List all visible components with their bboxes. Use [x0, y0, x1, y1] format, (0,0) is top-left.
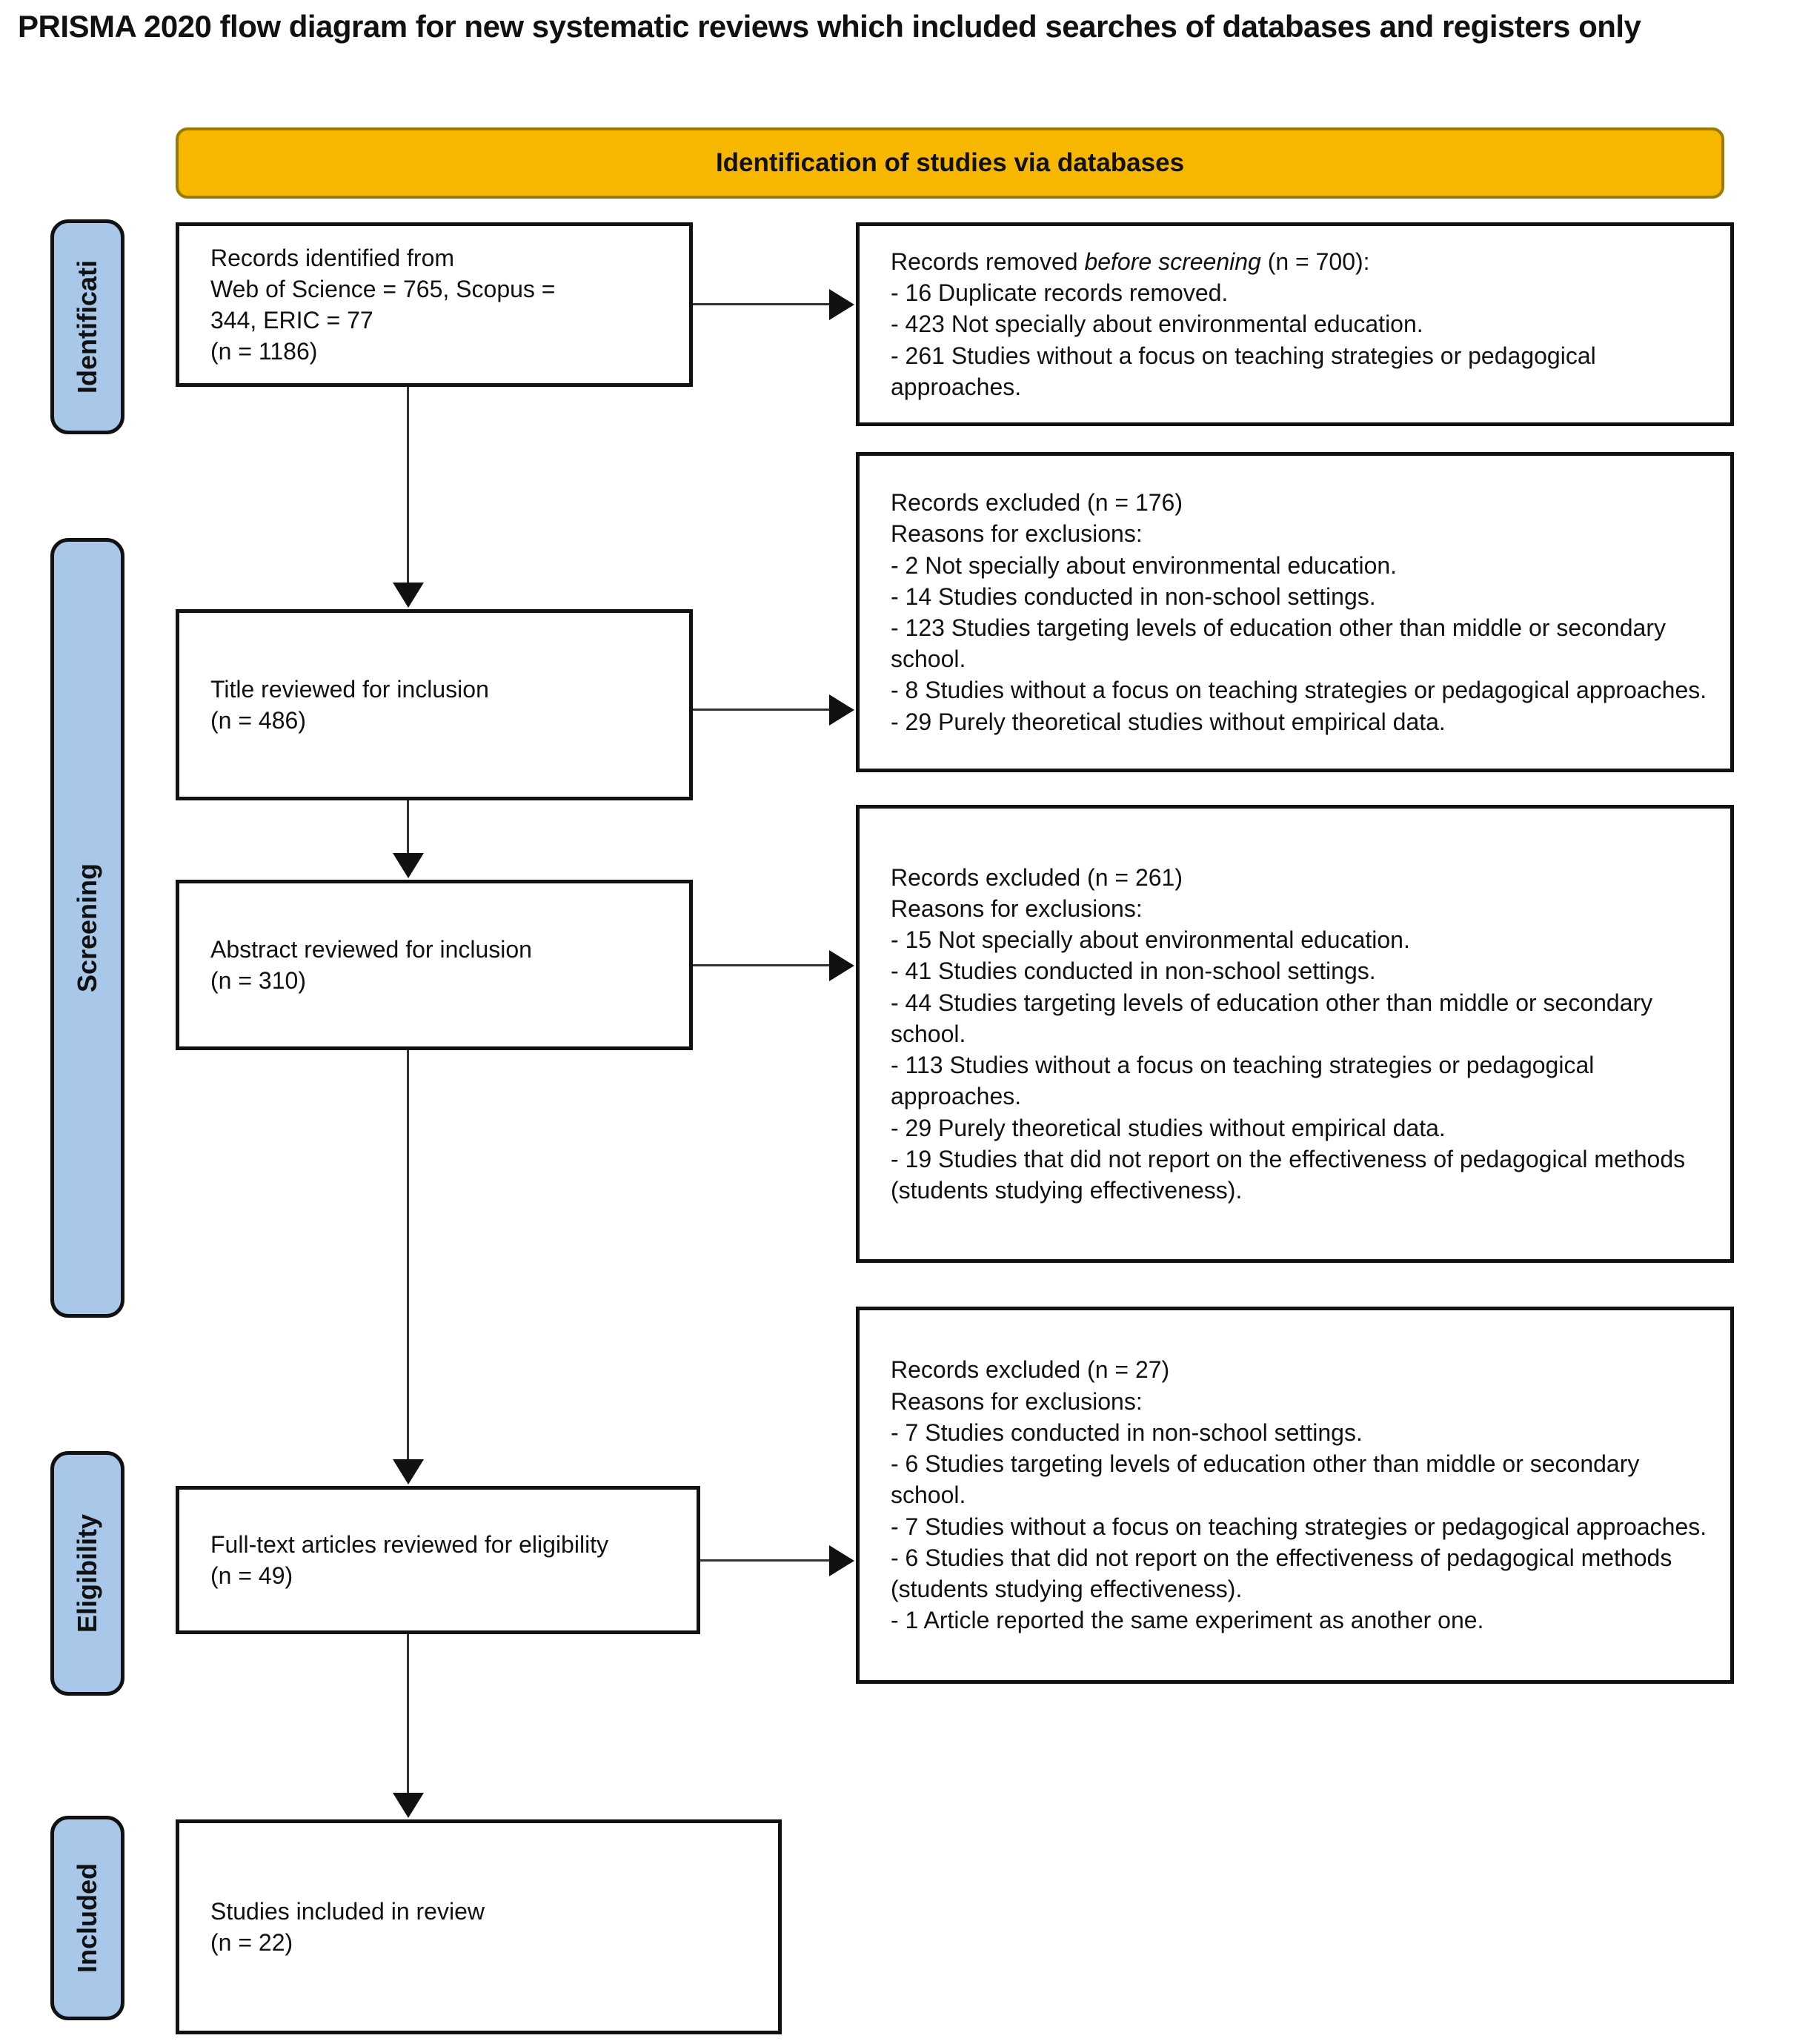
- excluded-title-bullet: - 29 Purely theoretical studies without …: [891, 708, 1446, 735]
- arrow-shaft: [407, 387, 409, 585]
- box-fulltext-reviewed-line: (n = 49): [210, 1562, 293, 1589]
- box-fulltext-reviewed-line: Full-text articles reviewed for eligibil…: [210, 1530, 609, 1558]
- arrow-right-head-icon: [829, 950, 854, 981]
- arrow-right-head-icon: [829, 1545, 854, 1576]
- arrow-down-head-icon: [393, 1793, 424, 1818]
- arrow-shaft: [693, 709, 832, 711]
- arrow-right-head-icon: [829, 694, 854, 726]
- arrow-down-head-icon: [393, 1459, 424, 1484]
- box-records-removed-before-screening: Records removed before screening (n = 70…: [856, 222, 1734, 426]
- arrow-right-head-icon: [829, 289, 854, 320]
- page-title: PRISMA 2020 flow diagram for new systema…: [18, 9, 1641, 44]
- stage-label-identification-text: Identificati: [72, 259, 102, 394]
- box-studies-included-line: Studies included in review: [210, 1897, 485, 1925]
- box-records-excluded-fulltext: Records excluded (n = 27) Reasons for ex…: [856, 1307, 1734, 1684]
- banner-identification-of-studies: Identification of studies via databases: [176, 127, 1724, 199]
- box-studies-included-line: (n = 22): [210, 1929, 293, 1956]
- box-records-excluded-abstract: Records excluded (n = 261) Reasons for e…: [856, 805, 1734, 1263]
- arrow-shaft: [693, 303, 832, 305]
- box-records-removed-heading: Records removed before screening (n = 70…: [891, 246, 1708, 277]
- excluded-title-bullet: - 2 Not specially about environmental ed…: [891, 551, 1398, 579]
- box-title-reviewed-line: (n = 486): [210, 707, 306, 734]
- removed-bullet: - 261 Studies without a focus on teachin…: [891, 342, 1603, 400]
- box-records-identified-line: Records identified from: [210, 244, 455, 271]
- excluded-abstract-reasons-label: Reasons for exclusions:: [891, 895, 1143, 922]
- excluded-fulltext-bullet: - 7 Studies without a focus on teaching …: [891, 1513, 1707, 1540]
- excluded-fulltext-bullet: - 6 Studies that did not report on the e…: [891, 1544, 1679, 1603]
- excluded-fulltext-bullet: - 7 Studies conducted in non-school sett…: [891, 1418, 1363, 1446]
- excluded-title-bullet: - 14 Studies conducted in non-school set…: [891, 583, 1376, 610]
- removed-heading-italic: before screening: [1084, 248, 1261, 275]
- stage-label-included: Included: [50, 1816, 124, 2020]
- excluded-title-bullet: - 8 Studies without a focus on teaching …: [891, 677, 1707, 704]
- excluded-fulltext-reasons-label: Reasons for exclusions:: [891, 1387, 1143, 1415]
- arrow-shaft: [693, 964, 832, 966]
- excluded-abstract-bullet: - 29 Purely theoretical studies without …: [891, 1114, 1446, 1141]
- excluded-fulltext-bullet: - 1 Article reported the same experiment…: [891, 1607, 1484, 1634]
- stage-label-eligibility-text: Eligibility: [72, 1513, 102, 1633]
- excluded-abstract-bullet: - 19 Studies that did not report on the …: [891, 1145, 1692, 1204]
- excluded-title-reasons-label: Reasons for exclusions:: [891, 520, 1143, 548]
- removed-heading-suffix: (n = 700):: [1260, 248, 1370, 275]
- box-title-reviewed: Title reviewed for inclusion (n = 486): [176, 609, 693, 800]
- stage-label-included-text: Included: [72, 1862, 102, 1974]
- removed-bullet: - 16 Duplicate records removed.: [891, 279, 1229, 307]
- box-abstract-reviewed-line: Abstract reviewed for inclusion: [210, 935, 532, 963]
- stage-label-identification: Identificati: [50, 219, 124, 434]
- box-records-identified: Records identified from Web of Science =…: [176, 222, 693, 387]
- excluded-abstract-heading: Records excluded (n = 261): [891, 863, 1183, 891]
- box-studies-included: Studies included in review (n = 22): [176, 1819, 782, 2034]
- excluded-fulltext-bullet: - 6 Studies targeting levels of educatio…: [891, 1450, 1646, 1509]
- excluded-title-heading: Records excluded (n = 176): [891, 489, 1183, 517]
- excluded-abstract-bullet: - 113 Studies without a focus on teachin…: [891, 1052, 1601, 1110]
- banner-label: Identification of studies via databases: [715, 148, 1185, 177]
- box-records-identified-line: (n = 1186): [210, 338, 318, 365]
- arrow-shaft: [407, 1634, 409, 1796]
- stage-label-screening-text: Screening: [72, 863, 102, 993]
- removed-heading-prefix: Records removed: [891, 248, 1085, 275]
- excluded-title-bullet: - 123 Studies targeting levels of educat…: [891, 614, 1672, 673]
- arrow-shaft: [407, 800, 409, 856]
- arrow-down-head-icon: [393, 583, 424, 608]
- box-records-identified-line: Web of Science = 765, Scopus =: [210, 275, 556, 302]
- box-fulltext-reviewed: Full-text articles reviewed for eligibil…: [176, 1486, 700, 1634]
- arrow-shaft: [407, 1050, 409, 1462]
- box-abstract-reviewed: Abstract reviewed for inclusion (n = 310…: [176, 880, 693, 1050]
- box-records-identified-line: 344, ERIC = 77: [210, 307, 373, 334]
- removed-bullet: - 423 Not specially about environmental …: [891, 311, 1423, 338]
- arrow-down-head-icon: [393, 853, 424, 878]
- excluded-abstract-bullet: - 41 Studies conducted in non-school set…: [891, 958, 1376, 985]
- box-title-reviewed-line: Title reviewed for inclusion: [210, 675, 489, 703]
- arrow-shaft: [700, 1559, 832, 1562]
- excluded-abstract-bullet: - 44 Studies targeting levels of educati…: [891, 989, 1660, 1047]
- excluded-fulltext-heading: Records excluded (n = 27): [891, 1356, 1170, 1384]
- box-abstract-reviewed-line: (n = 310): [210, 967, 306, 994]
- stage-label-screening: Screening: [50, 538, 124, 1318]
- stage-label-eligibility: Eligibility: [50, 1451, 124, 1696]
- box-records-excluded-title: Records excluded (n = 176) Reasons for e…: [856, 452, 1734, 772]
- excluded-abstract-bullet: - 15 Not specially about environmental e…: [891, 926, 1410, 954]
